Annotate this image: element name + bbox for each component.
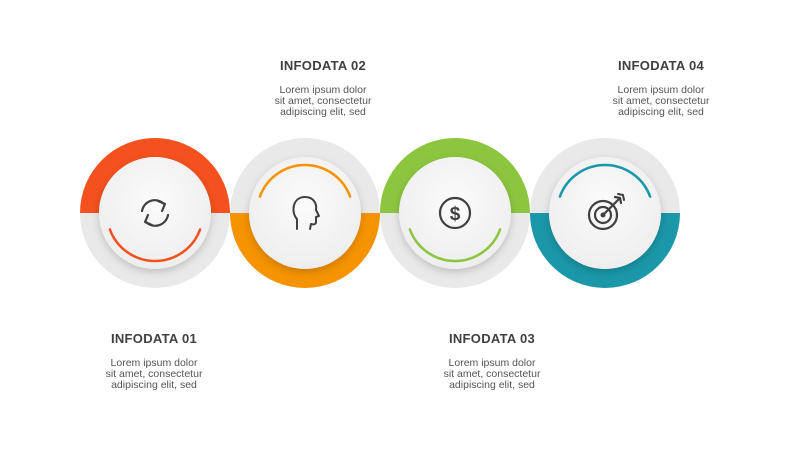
step-1-text-line-3: adipiscing elit, sed	[111, 379, 197, 391]
step-3-label: INFODATA 03 Lorem ipsum dolor sit amet, …	[392, 331, 592, 391]
step-4-label: INFODATA 04 Lorem ipsum dolor sit amet, …	[561, 58, 761, 118]
step-4-text-line-2: sit amet, consectetur	[612, 95, 710, 107]
step-3-inner-arc	[408, 228, 502, 263]
step-2-inner-arc	[258, 163, 352, 198]
step-2-text-line-3: adipiscing elit, sed	[280, 106, 366, 118]
step-4-color-band	[530, 213, 680, 288]
step-1-disc	[99, 157, 211, 269]
step-2-disc	[249, 157, 361, 269]
step-1-title: INFODATA 01	[110, 331, 198, 346]
step-3-text-line-2: sit amet, consectetur	[443, 368, 541, 380]
step-2-title: INFODATA 02	[279, 58, 367, 73]
step-4-text-line-3: adipiscing elit, sed	[618, 106, 704, 118]
step-3-text-line-1: Lorem ipsum dolor	[448, 357, 536, 369]
step-2-text-line-1: Lorem ipsum dolor	[279, 84, 367, 96]
step-1-color-band	[80, 138, 230, 213]
step-1-node	[80, 138, 230, 288]
step-1-label: INFODATA 01 Lorem ipsum dolor sit amet, …	[54, 331, 254, 391]
step-4-node	[530, 138, 680, 288]
head-profile-icon	[292, 196, 320, 230]
refresh-icon	[140, 199, 170, 227]
step-3-title: INFODATA 03	[448, 331, 536, 346]
step-3-disc	[399, 157, 511, 269]
step-2-color-band	[230, 213, 380, 288]
step-3-node: $	[380, 138, 530, 288]
target-icon	[587, 193, 625, 231]
svg-text:$: $	[450, 204, 461, 225]
step-3-text-line-3: adipiscing elit, sed	[449, 379, 535, 391]
step-2-label: INFODATA 02 Lorem ipsum dolor sit amet, …	[223, 58, 423, 118]
step-1-text-line-2: sit amet, consectetur	[105, 368, 203, 380]
step-4-inner-arc	[558, 163, 652, 198]
step-4-title: INFODATA 04	[617, 58, 705, 73]
step-1-inner-arc	[108, 228, 202, 263]
dollar-coin-icon: $	[438, 196, 472, 230]
step-4-text-line-1: Lorem ipsum dolor	[617, 84, 705, 96]
step-3-color-band	[380, 138, 530, 213]
step-2-node	[230, 138, 380, 288]
step-2-text-line-2: sit amet, consectetur	[274, 95, 372, 107]
step-1-text-line-1: Lorem ipsum dolor	[110, 357, 198, 369]
